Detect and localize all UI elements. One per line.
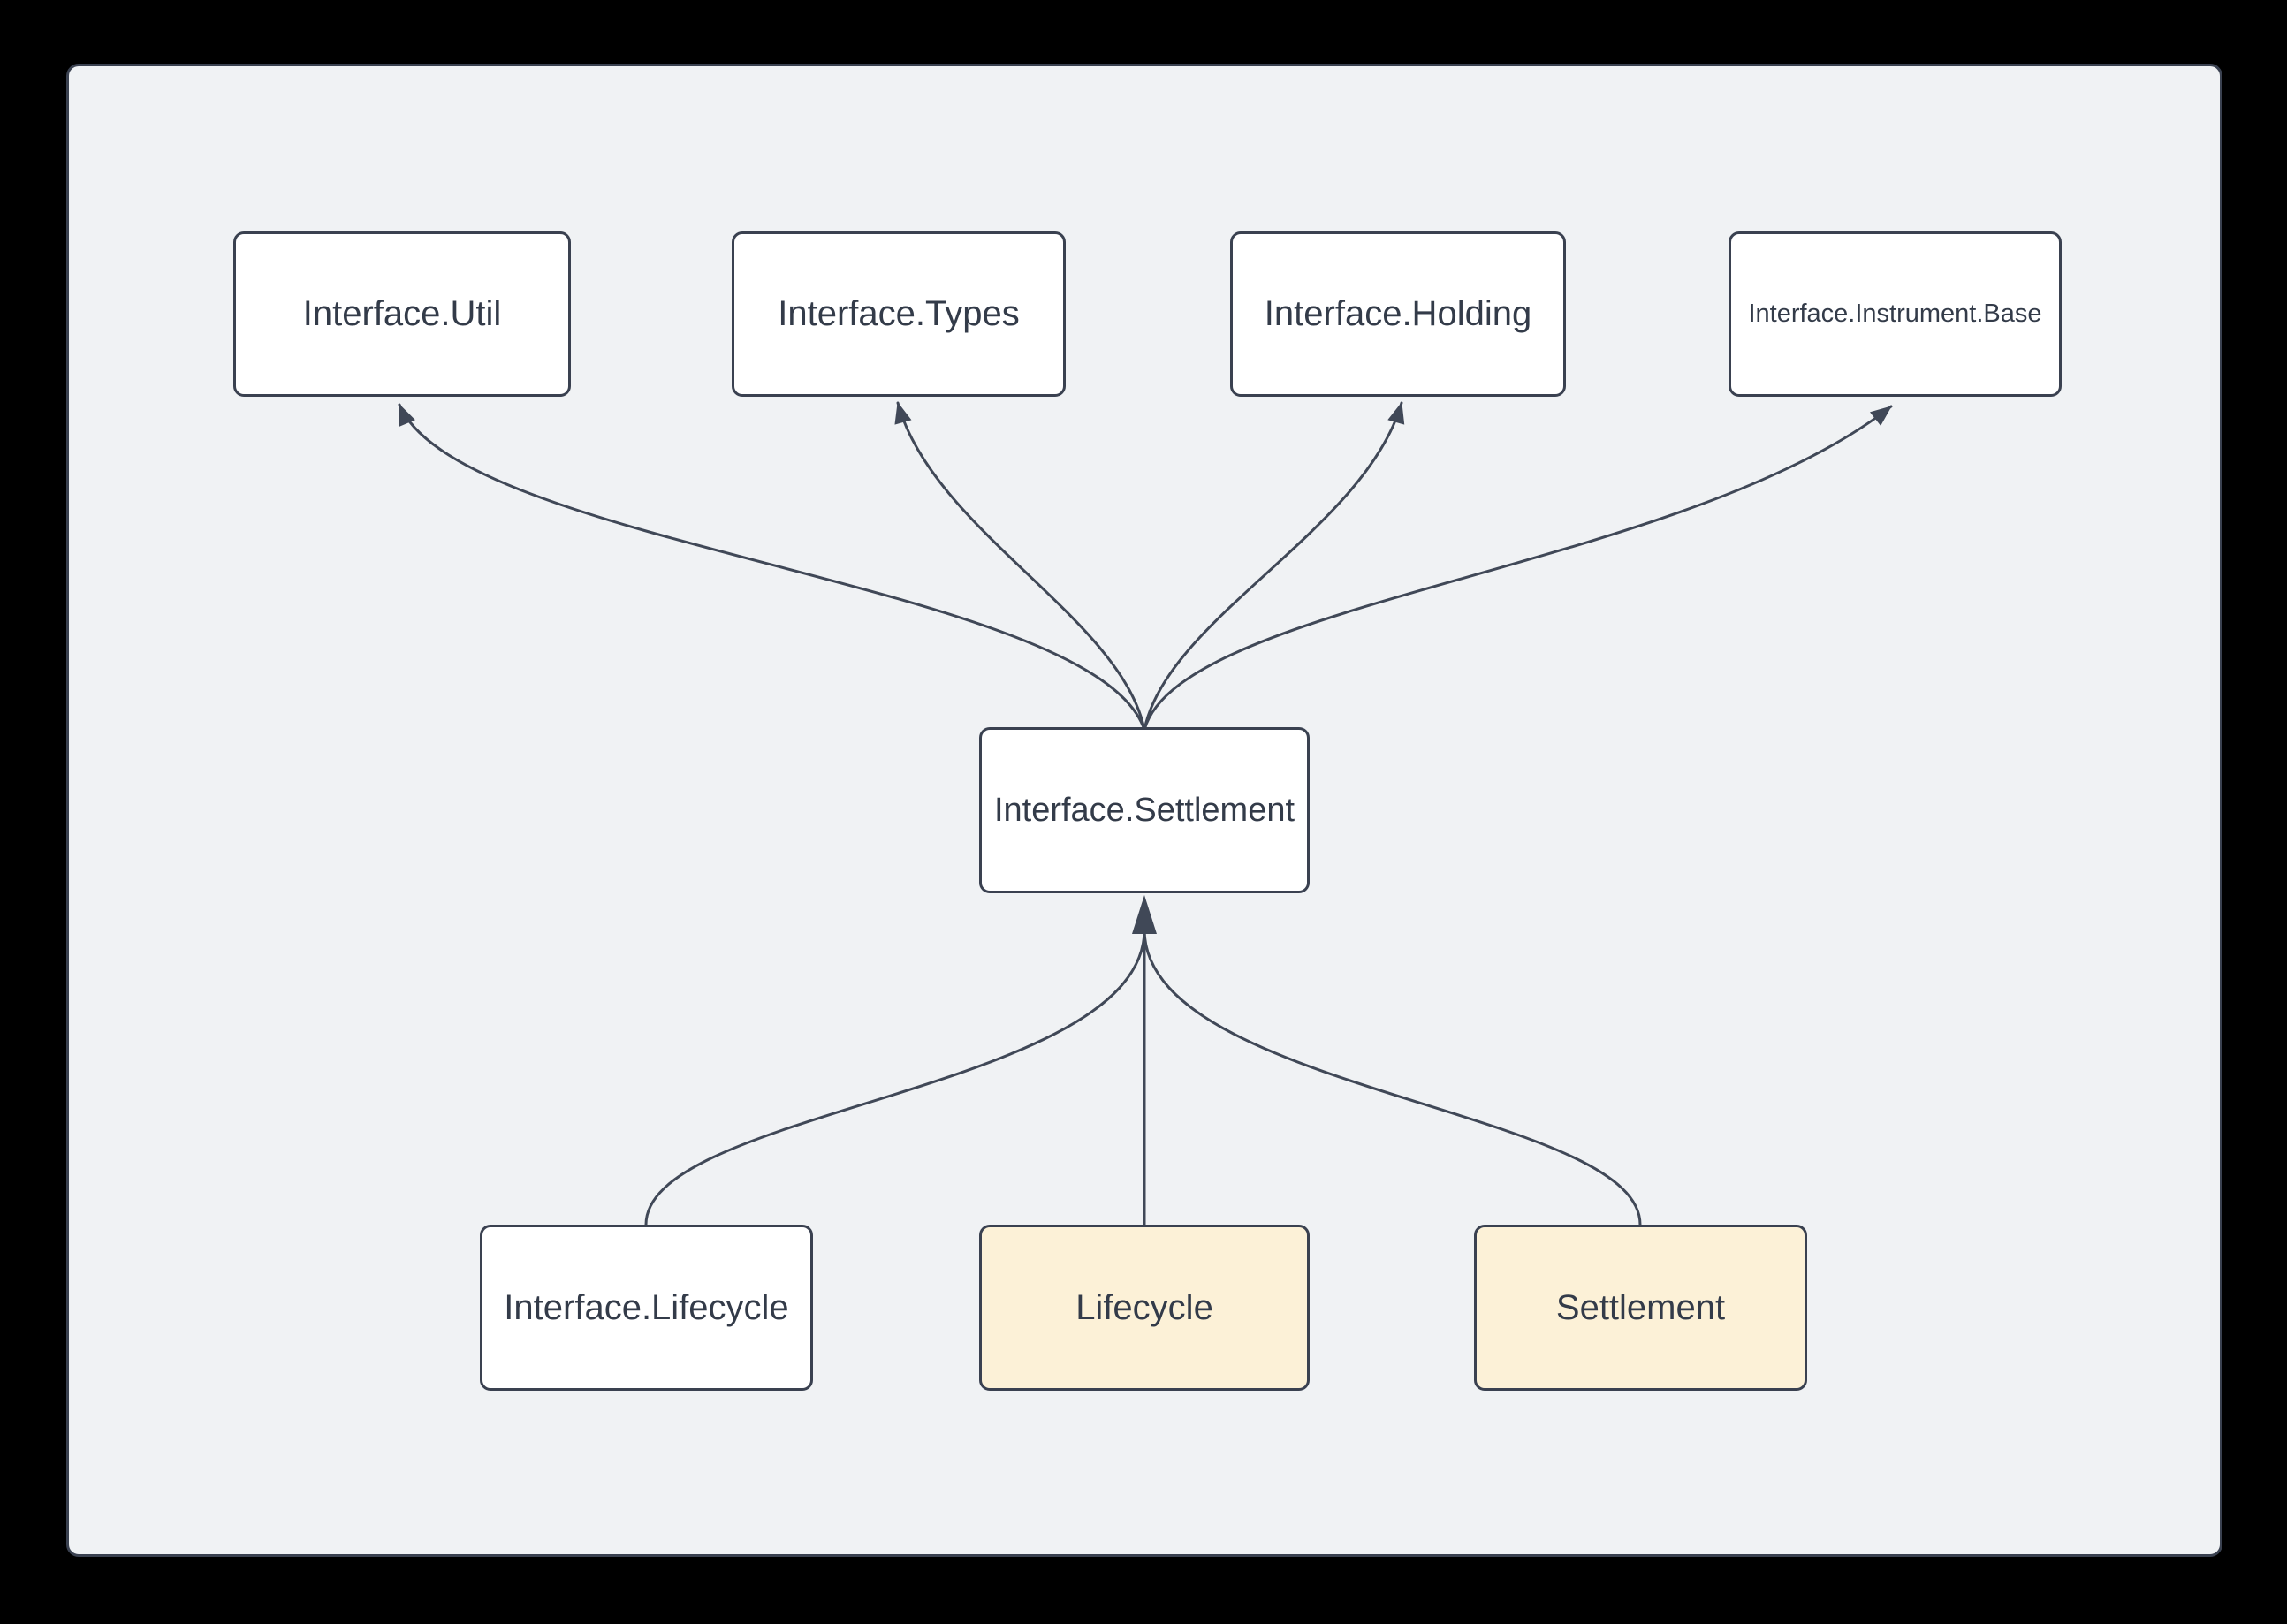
node-interface-lifecycle: Interface.Lifecycle bbox=[480, 1225, 813, 1391]
node-settlement: Settlement bbox=[1474, 1225, 1807, 1391]
node-label: Interface.Instrument.Base bbox=[1748, 300, 2042, 328]
node-label: Interface.Settlement bbox=[993, 791, 1295, 829]
node-interface-holding: Interface.Holding bbox=[1230, 231, 1566, 397]
merged-arrowhead bbox=[1132, 895, 1157, 934]
node-label: Interface.Util bbox=[302, 294, 502, 333]
node-interface-util: Interface.Util bbox=[233, 231, 571, 397]
node-interface-instrument-base: Interface.Instrument.Base bbox=[1729, 231, 2062, 397]
node-label: Interface.Holding bbox=[1264, 294, 1532, 333]
node-label: Settlement bbox=[1555, 1287, 1726, 1327]
edge-settlement-to-types bbox=[894, 401, 1146, 732]
edge-interface-lifecycle-to-settlement bbox=[644, 928, 1146, 1226]
node-interface-settlement: Interface.Settlement bbox=[979, 727, 1310, 893]
node-lifecycle: Lifecycle bbox=[979, 1225, 1310, 1391]
node-label: Interface.Types bbox=[778, 294, 1020, 333]
edge-settlement-to-util bbox=[398, 403, 1146, 732]
edge-settlement-module-to-settlement bbox=[1143, 928, 1642, 1226]
edge-settlement-to-holding bbox=[1143, 401, 1405, 732]
node-label: Interface.Lifecycle bbox=[504, 1287, 789, 1327]
edge-settlement-to-instrument-base bbox=[1143, 405, 1893, 732]
node-interface-types: Interface.Types bbox=[732, 231, 1066, 397]
node-label: Lifecycle bbox=[1075, 1287, 1213, 1327]
